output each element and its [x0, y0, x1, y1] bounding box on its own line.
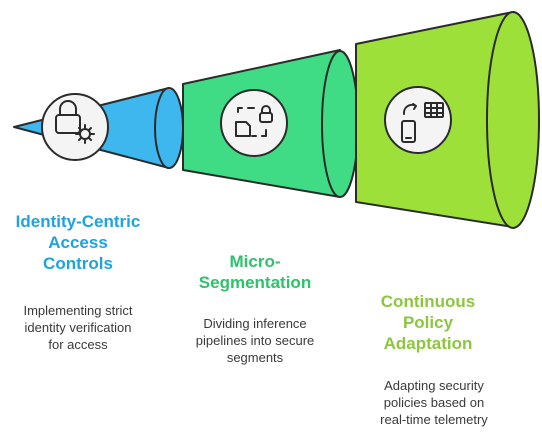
- stage-1-icon-circle: [41, 93, 109, 161]
- stage-1-title: Identity-Centric Access Controls: [15, 212, 141, 273]
- stage-3-icon-circle: [384, 86, 452, 154]
- stage-1-description: Implementing strict identity verificatio…: [23, 303, 133, 352]
- stage-3-title: Continuous Policy Adaptation: [380, 292, 476, 353]
- stage-2-icon-circle: [220, 89, 288, 157]
- segment-lock-icon: [235, 105, 273, 137]
- stage-3-description: Adapting security policies based on real…: [380, 378, 488, 427]
- lock-gear-icon: [55, 100, 95, 144]
- stage-2-description: Dividing inference pipelines into secure…: [195, 316, 315, 365]
- phone-table-icon: [401, 102, 444, 143]
- stage-2-title: Micro- Segmentation: [198, 252, 312, 292]
